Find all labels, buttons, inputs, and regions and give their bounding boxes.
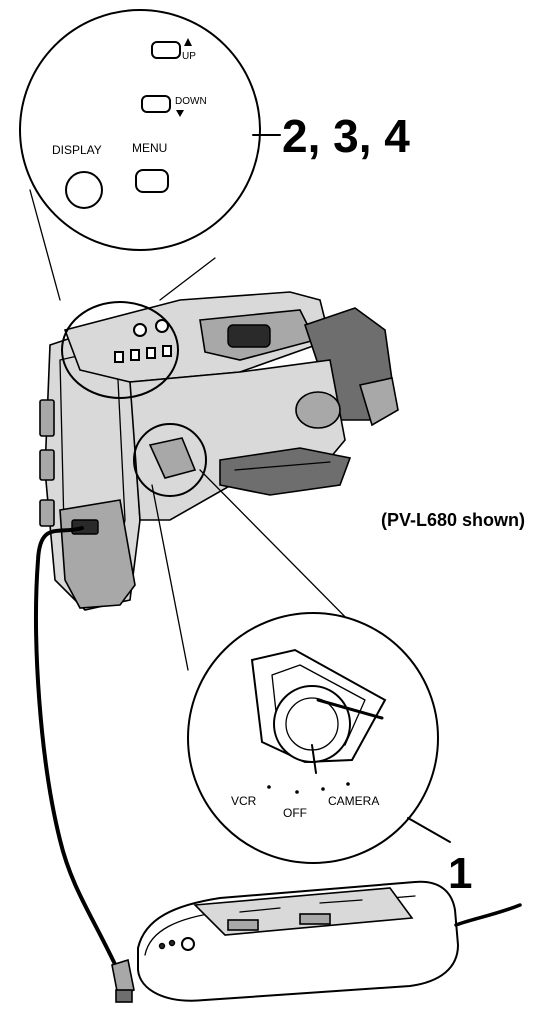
dc-cable-wire <box>34 526 122 977</box>
triangle-down-icon <box>176 110 184 117</box>
side-latch-upper <box>39 399 55 437</box>
hand-strap <box>219 447 352 496</box>
up-button[interactable] <box>151 41 181 59</box>
display-button[interactable] <box>65 171 103 209</box>
viewfinder-ring <box>358 377 399 427</box>
top-key-3 <box>146 347 156 359</box>
adaptor-power-button[interactable] <box>181 937 195 951</box>
top-key-2 <box>130 349 140 361</box>
switch-callout: VCR OFF CAMERA <box>151 469 451 864</box>
model-note: (PV-L680 shown) <box>381 510 525 530</box>
side-latch-lower <box>39 449 55 481</box>
menu-label: MENU <box>132 141 167 155</box>
dc-cable <box>34 526 135 1003</box>
position-dot-off <box>295 790 299 794</box>
ac-adaptor <box>137 880 522 1002</box>
top-callout-cone-left <box>29 189 61 301</box>
position-dot-vcr <box>267 785 271 789</box>
off-label: OFF <box>283 806 307 820</box>
step-label-upper: 2, 3, 4 <box>282 110 410 162</box>
up-label: UP <box>182 51 196 62</box>
position-dot-camera <box>346 782 350 786</box>
top-panel-recess <box>227 324 271 348</box>
battery-mount-slot-1 <box>227 919 259 931</box>
switch-area-highlight <box>133 423 207 497</box>
dc-in-port <box>71 519 99 535</box>
top-key-1 <box>114 351 124 363</box>
dc-cable-plug-tip <box>115 989 133 1003</box>
top-button-b <box>155 319 169 333</box>
switch-callout-cone-right <box>199 469 369 641</box>
top-button-a <box>133 323 147 337</box>
down-label: DOWN <box>175 96 207 107</box>
down-button[interactable] <box>141 95 171 113</box>
switch-callout-leader <box>407 817 451 843</box>
triangle-up-icon <box>184 38 192 46</box>
top-callout-cone-right <box>159 257 216 301</box>
camcorder <box>39 291 399 611</box>
button-area-highlight <box>61 301 179 399</box>
hand-strap-stitch <box>234 461 331 471</box>
display-label: DISPLAY <box>52 143 102 157</box>
side-latch-bottom <box>39 499 55 527</box>
switch-callout-cone-left <box>151 484 189 671</box>
menu-button[interactable] <box>135 169 169 193</box>
charge-lamp <box>168 939 176 947</box>
power-dial-tick <box>311 744 317 774</box>
top-callout: UP DOWN DISPLAY MENU <box>19 9 281 301</box>
lens-barrel <box>295 391 341 429</box>
top-key-4 <box>162 345 172 357</box>
dc-cable-plug <box>111 958 135 998</box>
power-switch-small <box>148 437 197 479</box>
power-lamp <box>158 942 166 950</box>
top-callout-circle <box>19 9 261 251</box>
ac-cord <box>454 903 522 927</box>
power-dial-pointer <box>316 698 384 720</box>
camera-label: CAMERA <box>328 794 379 808</box>
battery-mount-slot-2 <box>299 913 331 925</box>
position-dot-mid <box>321 787 325 791</box>
vcr-label: VCR <box>231 794 257 808</box>
battery-mount-rails <box>239 899 363 913</box>
step-label-lower: 1 <box>448 849 472 898</box>
